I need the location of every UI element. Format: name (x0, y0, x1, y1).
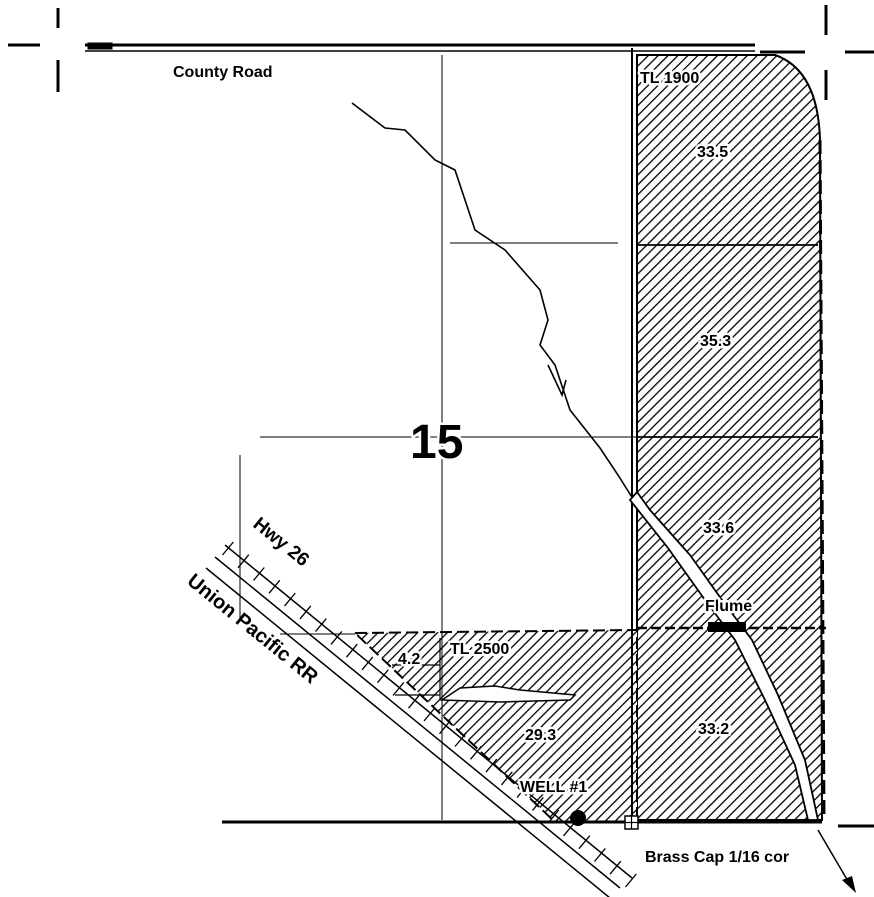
railroad-tie (408, 694, 420, 709)
acreage-33-2: 33.2 (698, 721, 729, 738)
brass-cap-label: Brass Cap 1/16 cor (645, 849, 789, 866)
railroad-tie (315, 618, 327, 633)
railroad-tie (563, 822, 575, 837)
railroad-tie (283, 592, 296, 607)
east-boundary (818, 139, 826, 821)
railroad-tie (485, 758, 498, 773)
acreage-33-5: 33.5 (697, 144, 728, 161)
acreage-33-6: 33.6 (703, 520, 734, 537)
highway-corridor (205, 544, 633, 897)
railroad-tie (532, 796, 544, 811)
well-label: WELL #1 (520, 779, 587, 796)
railroad-tie (547, 809, 560, 824)
railroad-tie (454, 733, 467, 747)
outlet-arrow-icon (842, 876, 856, 893)
section-grid (239, 55, 637, 820)
well-icon (570, 810, 586, 826)
railroad-tie (222, 541, 234, 556)
railroad-tie (330, 630, 343, 645)
parcel-label-tl2500: TL 2500 (450, 641, 509, 658)
section-number: 15 (410, 416, 463, 469)
railroad-tie (237, 554, 250, 569)
acreage-4-2: 4.2 (398, 651, 420, 668)
flume-structure (708, 622, 746, 632)
railroad-tie (470, 745, 482, 760)
flume-channel (628, 490, 820, 821)
tl2500-tick (392, 638, 441, 700)
flow-arrow (547, 364, 567, 398)
railroad-tie (500, 771, 513, 786)
corner-marks (8, 5, 874, 828)
railroad-tie (392, 681, 405, 696)
railroad-tie (423, 707, 436, 722)
county-road (85, 42, 755, 52)
railroad-tie (516, 784, 529, 799)
railroad-tie (438, 720, 451, 735)
creek (351, 102, 641, 511)
railroad-ties (222, 541, 637, 888)
flume-label: Flume (705, 598, 752, 615)
acreage-35-3: 35.3 (700, 333, 731, 350)
railroad-tie (578, 835, 591, 850)
pond (439, 685, 577, 703)
parcel-dividers (631, 48, 826, 822)
railroad-tie (253, 567, 265, 581)
parcel-tl2500 (352, 628, 638, 823)
highway-label: Hwy 26 (249, 514, 313, 572)
railroad-tie (609, 860, 622, 875)
parcel-label-tl1900: TL 1900 (640, 70, 699, 87)
acreage-29-3: 29.3 (525, 727, 556, 744)
railroad-tie (593, 847, 606, 862)
railroad-tie (268, 579, 281, 594)
brass-cap-icon (624, 815, 639, 830)
railroad-tie (361, 656, 374, 671)
railroad-tie (345, 643, 358, 658)
county-road-label: County Road (173, 64, 273, 81)
railroad-tie (299, 605, 312, 620)
railroad-tie (625, 873, 637, 888)
railroad-tie (377, 669, 389, 684)
